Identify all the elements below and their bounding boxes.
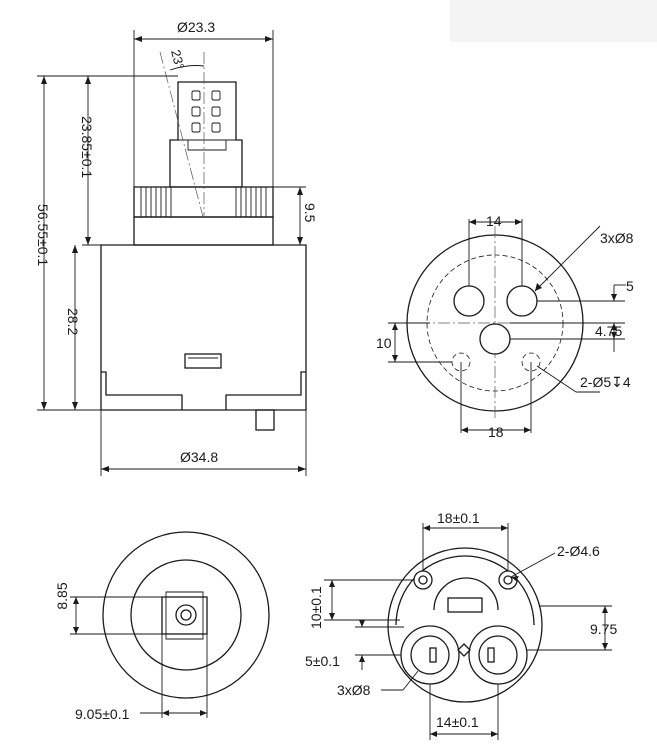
neck	[133, 216, 274, 246]
base-hole-left-inner	[410, 635, 450, 675]
top-dimensions	[70, 596, 208, 718]
dim-base-offset-a: 10±0.1	[308, 586, 324, 629]
dim-pin-spacing: 18	[488, 424, 504, 440]
knurled-ring	[133, 186, 274, 218]
right-leg	[225, 371, 306, 410]
hole-left	[453, 285, 485, 317]
stem-slots	[191, 90, 221, 133]
dim-holes: 3xØ8	[600, 230, 634, 246]
base-top-lobe	[433, 577, 499, 611]
dim-angle: 23°	[168, 48, 187, 71]
stem-hole-outer	[175, 604, 197, 626]
hole-center	[479, 323, 511, 355]
dim-base-pin-spacing: 18±0.1	[437, 510, 480, 526]
side-dimensions	[37, 30, 307, 476]
base-pin-right-inner	[503, 575, 513, 585]
base-slot	[447, 597, 483, 613]
base-pin-left	[413, 570, 433, 590]
stem-notch	[187, 140, 227, 151]
dim-body-diameter: Ø34.8	[180, 449, 218, 465]
dim-top-length: 9.05±0.1	[75, 706, 130, 722]
stem-square	[161, 596, 208, 635]
knurl-lines	[140, 187, 267, 217]
bottom-view	[398, 226, 592, 418]
base-view	[387, 547, 543, 703]
hole-right	[506, 285, 538, 317]
base-dimensions	[324, 523, 612, 740]
angle-line	[159, 51, 204, 218]
top-view	[102, 531, 270, 699]
base-hole-left-tab	[429, 647, 437, 663]
pin-right	[521, 352, 541, 372]
background-artifact	[450, 0, 657, 42]
dim-total-height: 56.55±0.1	[35, 204, 51, 266]
dim-top-diameter: Ø23.3	[177, 19, 215, 35]
stem-square-inner	[165, 591, 204, 640]
dim-ring-height: 9.5	[302, 203, 318, 223]
dim-base-pins: 2-Ø4.6	[557, 543, 600, 559]
base-pin-right	[498, 570, 518, 590]
angle-arc	[169, 65, 205, 71]
base-hole-right-tab	[487, 647, 495, 663]
dim-pins: 2-Ø5↧4	[580, 374, 631, 390]
left-leg	[101, 371, 183, 410]
side-view	[100, 51, 307, 431]
dim-hole-spacing: 14	[486, 213, 502, 229]
top-outer-circle	[102, 531, 270, 699]
bottom-pin	[255, 409, 275, 431]
dim-base-holes: 3xØ8	[337, 682, 371, 698]
body-window	[184, 353, 222, 369]
stem-hole-inner	[180, 609, 192, 621]
dim-base-offset-c: 5±0.1	[305, 653, 340, 669]
top-inner-circle	[130, 559, 242, 671]
dim-offset-c: 10	[376, 335, 392, 351]
base-rib	[395, 555, 535, 626]
dim-top-width: 8.85	[54, 582, 70, 609]
base-outer-circle	[387, 547, 543, 703]
base-diamond	[457, 643, 471, 657]
dim-offset-b: 4.75	[595, 323, 622, 339]
base-hole-right-inner	[478, 635, 518, 675]
body-outline	[100, 244, 307, 411]
bottom-dimensions	[388, 219, 626, 433]
base-pin-left-inner	[418, 575, 428, 585]
stem-outline	[169, 81, 243, 188]
dim-offset-a: 5	[626, 278, 634, 294]
dim-body-height: 28.2	[65, 308, 81, 335]
base-hole-right	[468, 625, 528, 685]
dim-base-offset-b: 9.75	[590, 621, 617, 637]
dim-stem-height: 23.85±0.1	[79, 116, 95, 178]
dim-base-hole-spacing: 14±0.1	[436, 714, 479, 730]
